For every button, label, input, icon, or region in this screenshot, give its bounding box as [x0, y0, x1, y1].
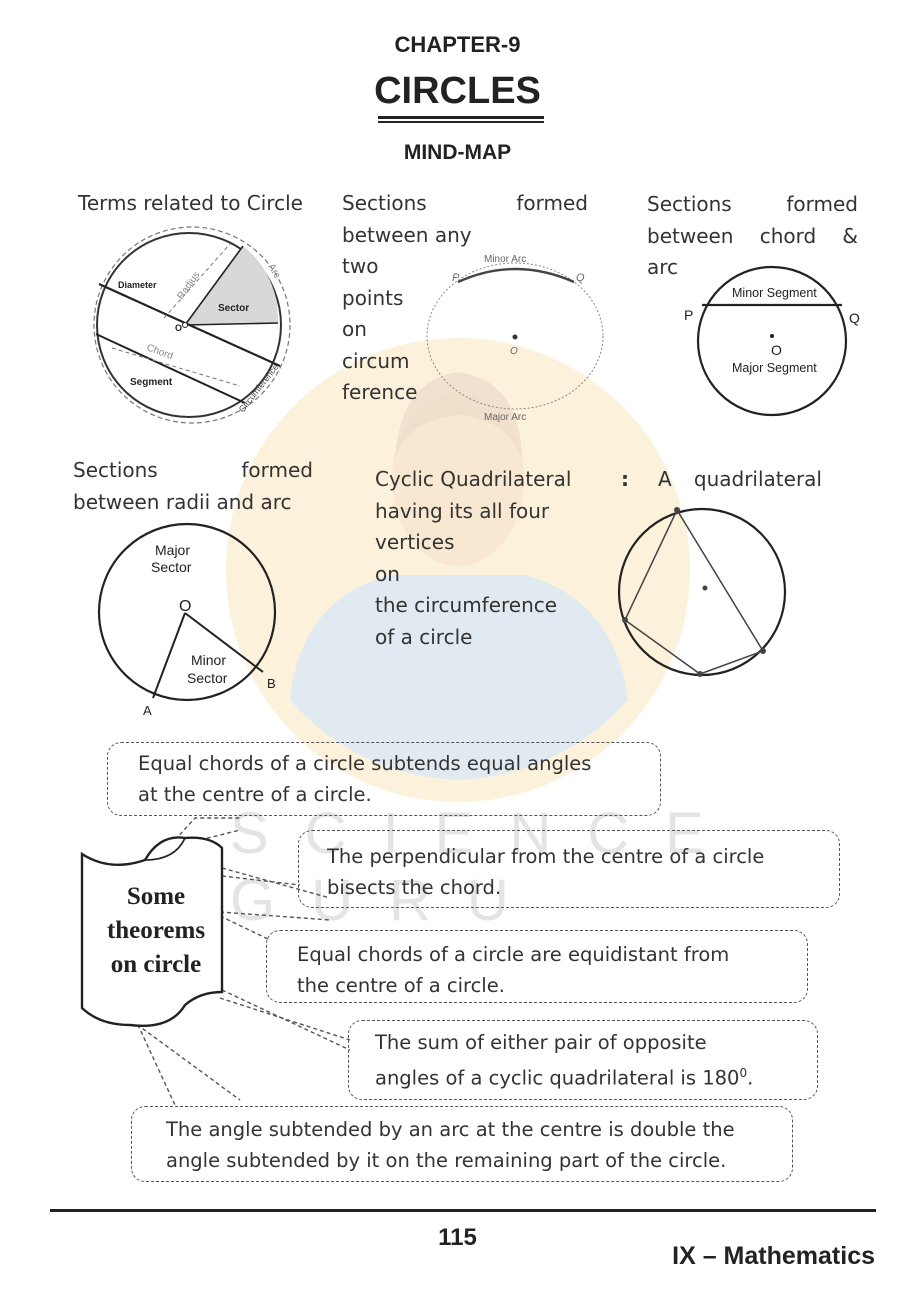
- arc-centre-label: O: [510, 346, 518, 357]
- theorems-title: Some theorems on circle: [86, 880, 226, 982]
- section-subtitle: MIND-MAP: [403, 141, 512, 164]
- minor-sector-label-line-1: Minor: [191, 652, 226, 668]
- sector-point-b-label: B: [267, 676, 276, 691]
- theorems-title-line-2: theorems: [106, 917, 206, 944]
- segment-point-p-label: P: [684, 307, 693, 323]
- major-arc-label: Major Arc: [484, 412, 526, 423]
- cyclic-term: Cyclic Quadrilateral: [375, 467, 572, 491]
- theorem-2-line-1: The perpendicular from the centre of a c…: [327, 845, 765, 868]
- theorems-title-line-1: Some: [126, 883, 186, 910]
- arcs-text-line-1: Sections formed: [342, 191, 588, 215]
- theorems-scroll-shape: [80, 836, 224, 1027]
- cyclic-text-line-5: the circumference: [375, 593, 558, 617]
- theorem-4-line-1: The sum of either pair of opposite: [375, 1031, 707, 1054]
- arc-point-q-label: Q: [576, 272, 585, 284]
- segments-text: Sections formed between chord & arc: [647, 189, 858, 284]
- theorem-2-line-2: bisects the chord.: [327, 876, 502, 899]
- arc-point-p-label: P: [452, 272, 460, 284]
- segments-text-line-3: arc: [647, 255, 679, 279]
- cyclic-text-line-4: on: [375, 561, 400, 586]
- sectors-text-line-1: Sections formed: [73, 458, 313, 482]
- cyclic-text-line-1: Cyclic Quadrilateral : A quadrilateral: [375, 464, 822, 496]
- cyclic-colon: :: [621, 467, 629, 491]
- arcs-text-line-7: ference: [342, 380, 418, 404]
- chapter-label: CHAPTER-9: [394, 32, 521, 57]
- sector-point-a-label: A: [143, 703, 152, 718]
- cyclic-text-line-6: of a circle: [375, 624, 473, 649]
- minor-sector-label-line-2: Sector: [187, 670, 228, 686]
- cyclic-first-b: quadrilateral: [693, 467, 822, 491]
- theorem-1-line-2: at the centre of a circle.: [138, 783, 372, 806]
- cyclic-first-a: A: [658, 467, 672, 491]
- segments-diagram: Minor Segment P Q O Major Segment: [684, 265, 860, 417]
- term-diameter-label: Diameter: [118, 280, 157, 290]
- term-centre-label: O: [175, 323, 182, 333]
- theorem-box-1: Equal chords of a circle subtends equal …: [107, 742, 661, 816]
- degree-superscript: 0: [739, 1066, 748, 1080]
- segments-text-line-1: Sections formed: [647, 192, 858, 216]
- sectors-diagram: Major Sector O Minor Sector A B: [97, 522, 277, 718]
- arcs-text-line-6: circum: [342, 348, 410, 373]
- title-underline-second: [378, 121, 544, 123]
- theorems-title-line-3: on circle: [110, 951, 202, 978]
- theorem-4-line-2: angles of a cyclic quadrilateral is 1800…: [375, 1066, 754, 1090]
- cyclic-text-line-3: vertices: [375, 530, 455, 554]
- minor-segment-label: Minor Segment: [732, 286, 817, 300]
- theorem-5-line-2: angle subtended by it on the remaining p…: [166, 1149, 727, 1172]
- major-sector-label-line-2: Sector: [151, 559, 192, 575]
- arcs-text-line-3: two: [342, 254, 379, 278]
- theorem-box-4: The sum of either pair of opposite angle…: [348, 1020, 818, 1100]
- theorem-box-5: The angle subtended by an arc at the cen…: [131, 1106, 793, 1182]
- sector-centre-label: O: [179, 598, 191, 615]
- major-segment-label: Major Segment: [732, 361, 817, 375]
- cyclic-text-line-2: having its all four: [375, 498, 550, 523]
- page-title: CIRCLES: [374, 70, 541, 112]
- arcs-text-line-2: between any: [342, 222, 472, 247]
- theorem-box-2: The perpendicular from the centre of a c…: [298, 830, 840, 908]
- major-sector-label-line-1: Major: [155, 542, 190, 558]
- theorem-box-3: Equal chords of a circle are equidistant…: [266, 930, 808, 1003]
- arcs-text-line-4: points: [342, 285, 404, 310]
- arcs-diagram: Minor Arc P Q O Major Arc: [426, 254, 604, 423]
- cyclic-text: Cyclic Quadrilateral : A quadrilateral h…: [375, 464, 822, 653]
- segment-point-q-label: Q: [849, 310, 860, 326]
- sectors-text: Sections formed between radii and arc: [73, 455, 313, 518]
- title-underline: [378, 116, 544, 119]
- theorem-5-line-1: The angle subtended by an arc at the cen…: [166, 1118, 735, 1141]
- sectors-text-line-2: between radii and arc: [73, 489, 292, 514]
- theorem-3-line-1: Equal chords of a circle are equidistant…: [297, 943, 730, 966]
- terms-heading: Terms related to Circle: [78, 191, 303, 215]
- cyclic-quadrilateral-diagram: [617, 507, 787, 677]
- term-segment-label: Segment: [130, 377, 173, 388]
- segment-centre-label: O: [771, 342, 782, 358]
- theorem-1-line-1: Equal chords of a circle subtends equal …: [138, 752, 592, 775]
- theorem-3-line-2: the centre of a circle.: [297, 974, 505, 997]
- footer-subject: IX – Mathematics: [672, 1242, 875, 1270]
- terms-circle-diagram: Diameter Radius Arc Sector O Chord Segme…: [93, 226, 291, 424]
- page-number: 115: [438, 1224, 477, 1251]
- term-sector-label: Sector: [218, 303, 249, 314]
- minor-arc-label: Minor Arc: [484, 254, 526, 265]
- segments-text-line-2: between chord &: [647, 223, 859, 248]
- arcs-text-line-5: on: [342, 317, 367, 341]
- footer-rule: [50, 1209, 876, 1212]
- arcs-text: Sections formed between any two points o…: [342, 188, 588, 409]
